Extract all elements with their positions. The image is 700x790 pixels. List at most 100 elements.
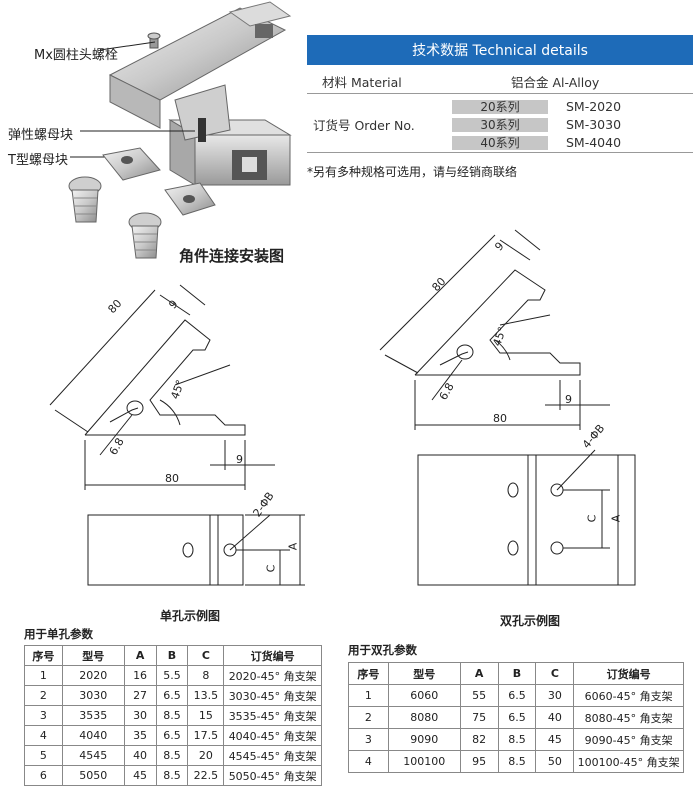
table-cell: 8080-45° 角支架 — [573, 706, 684, 729]
table-cell: 22.5 — [187, 765, 225, 786]
table-cell: 45 — [535, 728, 575, 751]
tech-header: 技术数据 Technical details — [307, 35, 693, 65]
table-cell: 17.5 — [187, 725, 225, 746]
dim-9: 9 — [236, 453, 243, 466]
table-cell: 75 — [459, 706, 499, 729]
table-cell: 8.5 — [155, 765, 189, 786]
table-cell: 6060 — [387, 684, 461, 707]
column-header: 型号 — [61, 645, 125, 666]
table-cell: 82 — [459, 728, 499, 751]
table-cell: 35 — [123, 725, 157, 746]
column-header: A — [123, 645, 157, 666]
table-cell: 5 — [24, 745, 63, 766]
table-cell: 4545 — [61, 745, 125, 766]
column-header: C — [535, 662, 575, 685]
divider — [307, 93, 693, 94]
screw-icon — [128, 212, 162, 259]
upper-profile — [108, 1, 292, 129]
table-cell: 5050 — [61, 765, 125, 786]
order-series: 40系列 — [452, 136, 548, 150]
note: *另有多种规格可选用，请与经销商联络 — [307, 165, 518, 179]
screw-icon — [68, 176, 102, 223]
table-cell: 4545-45° 角支架 — [223, 745, 322, 766]
t-nut-callout: T型螺母块 — [8, 153, 68, 168]
table-cell: 3535-45° 角支架 — [223, 705, 322, 726]
column-header: B — [155, 645, 189, 666]
dim-9: 9 — [565, 393, 572, 406]
table-cell: 4 — [348, 750, 389, 773]
dim-80: 80 — [165, 472, 179, 485]
table-cell: 8.5 — [155, 745, 189, 766]
install-title: 角件连接安装图 — [179, 247, 285, 265]
table-cell: 4 — [24, 725, 63, 746]
column-header: A — [459, 662, 499, 685]
column-header: C — [187, 645, 225, 666]
dim-c: C — [264, 564, 278, 573]
table-cell: 2 — [348, 706, 389, 729]
table-cell: 27 — [123, 685, 157, 706]
column-header: 型号 — [387, 662, 461, 685]
table-cell: 40 — [123, 745, 157, 766]
table-cell: 3 — [348, 728, 389, 751]
table-cell: 8.5 — [497, 728, 537, 751]
order-label: 订货号 Order No. — [313, 118, 415, 133]
table-cell: 4040-45° 角支架 — [223, 725, 322, 746]
divider — [307, 152, 693, 153]
table-cell: 13.5 — [187, 685, 225, 706]
table-cell: 8 — [187, 665, 225, 686]
table-cell: 9090 — [387, 728, 461, 751]
table-cell: 5.5 — [155, 665, 189, 686]
bolt-callout: Mx圆柱头螺栓 — [34, 48, 118, 63]
table-cell: 95 — [459, 750, 499, 773]
column-header: 订货编号 — [573, 662, 684, 685]
table-cell: 30 — [535, 684, 575, 707]
table-cell: 6.5 — [155, 685, 189, 706]
table-cell: 3535 — [61, 705, 125, 726]
table-cell: 100100-45° 角支架 — [573, 750, 684, 773]
table-cell: 2020-45° 角支架 — [223, 665, 322, 686]
order-series: 20系列 — [452, 100, 548, 114]
table-cell: 6.5 — [497, 706, 537, 729]
single-table-title: 用于单孔参数 — [24, 627, 93, 641]
table-cell: 20 — [187, 745, 225, 766]
table-cell: 6060-45° 角支架 — [573, 684, 684, 707]
dim-80: 80 — [493, 412, 507, 425]
table-cell: 2020 — [61, 665, 125, 686]
column-header: 序号 — [24, 645, 63, 666]
spring-nut-callout: 弹性螺母块 — [8, 128, 74, 143]
double-hole-drawing — [379, 229, 636, 586]
spring-nut-icon — [102, 147, 161, 181]
double-caption: 双孔示例图 — [500, 614, 561, 628]
table-cell: 2 — [24, 685, 63, 706]
table-cell: 9090-45° 角支架 — [573, 728, 684, 751]
table-cell: 8.5 — [155, 705, 189, 726]
bracket — [174, 84, 231, 142]
table-cell: 30 — [123, 705, 157, 726]
table-cell: 3030-45° 角支架 — [223, 685, 322, 706]
double-table-title: 用于双孔参数 — [348, 643, 417, 657]
single-caption: 单孔示例图 — [160, 609, 221, 623]
table-cell: 1 — [348, 684, 389, 707]
order-code: SM-3030 — [566, 117, 622, 132]
bolt-icon — [147, 32, 161, 49]
table-cell: 15 — [187, 705, 225, 726]
t-nut-icon — [164, 182, 216, 216]
order-code: SM-2020 — [566, 99, 622, 114]
column-header: 序号 — [348, 662, 389, 685]
column-header: B — [497, 662, 537, 685]
table-cell: 6.5 — [497, 684, 537, 707]
